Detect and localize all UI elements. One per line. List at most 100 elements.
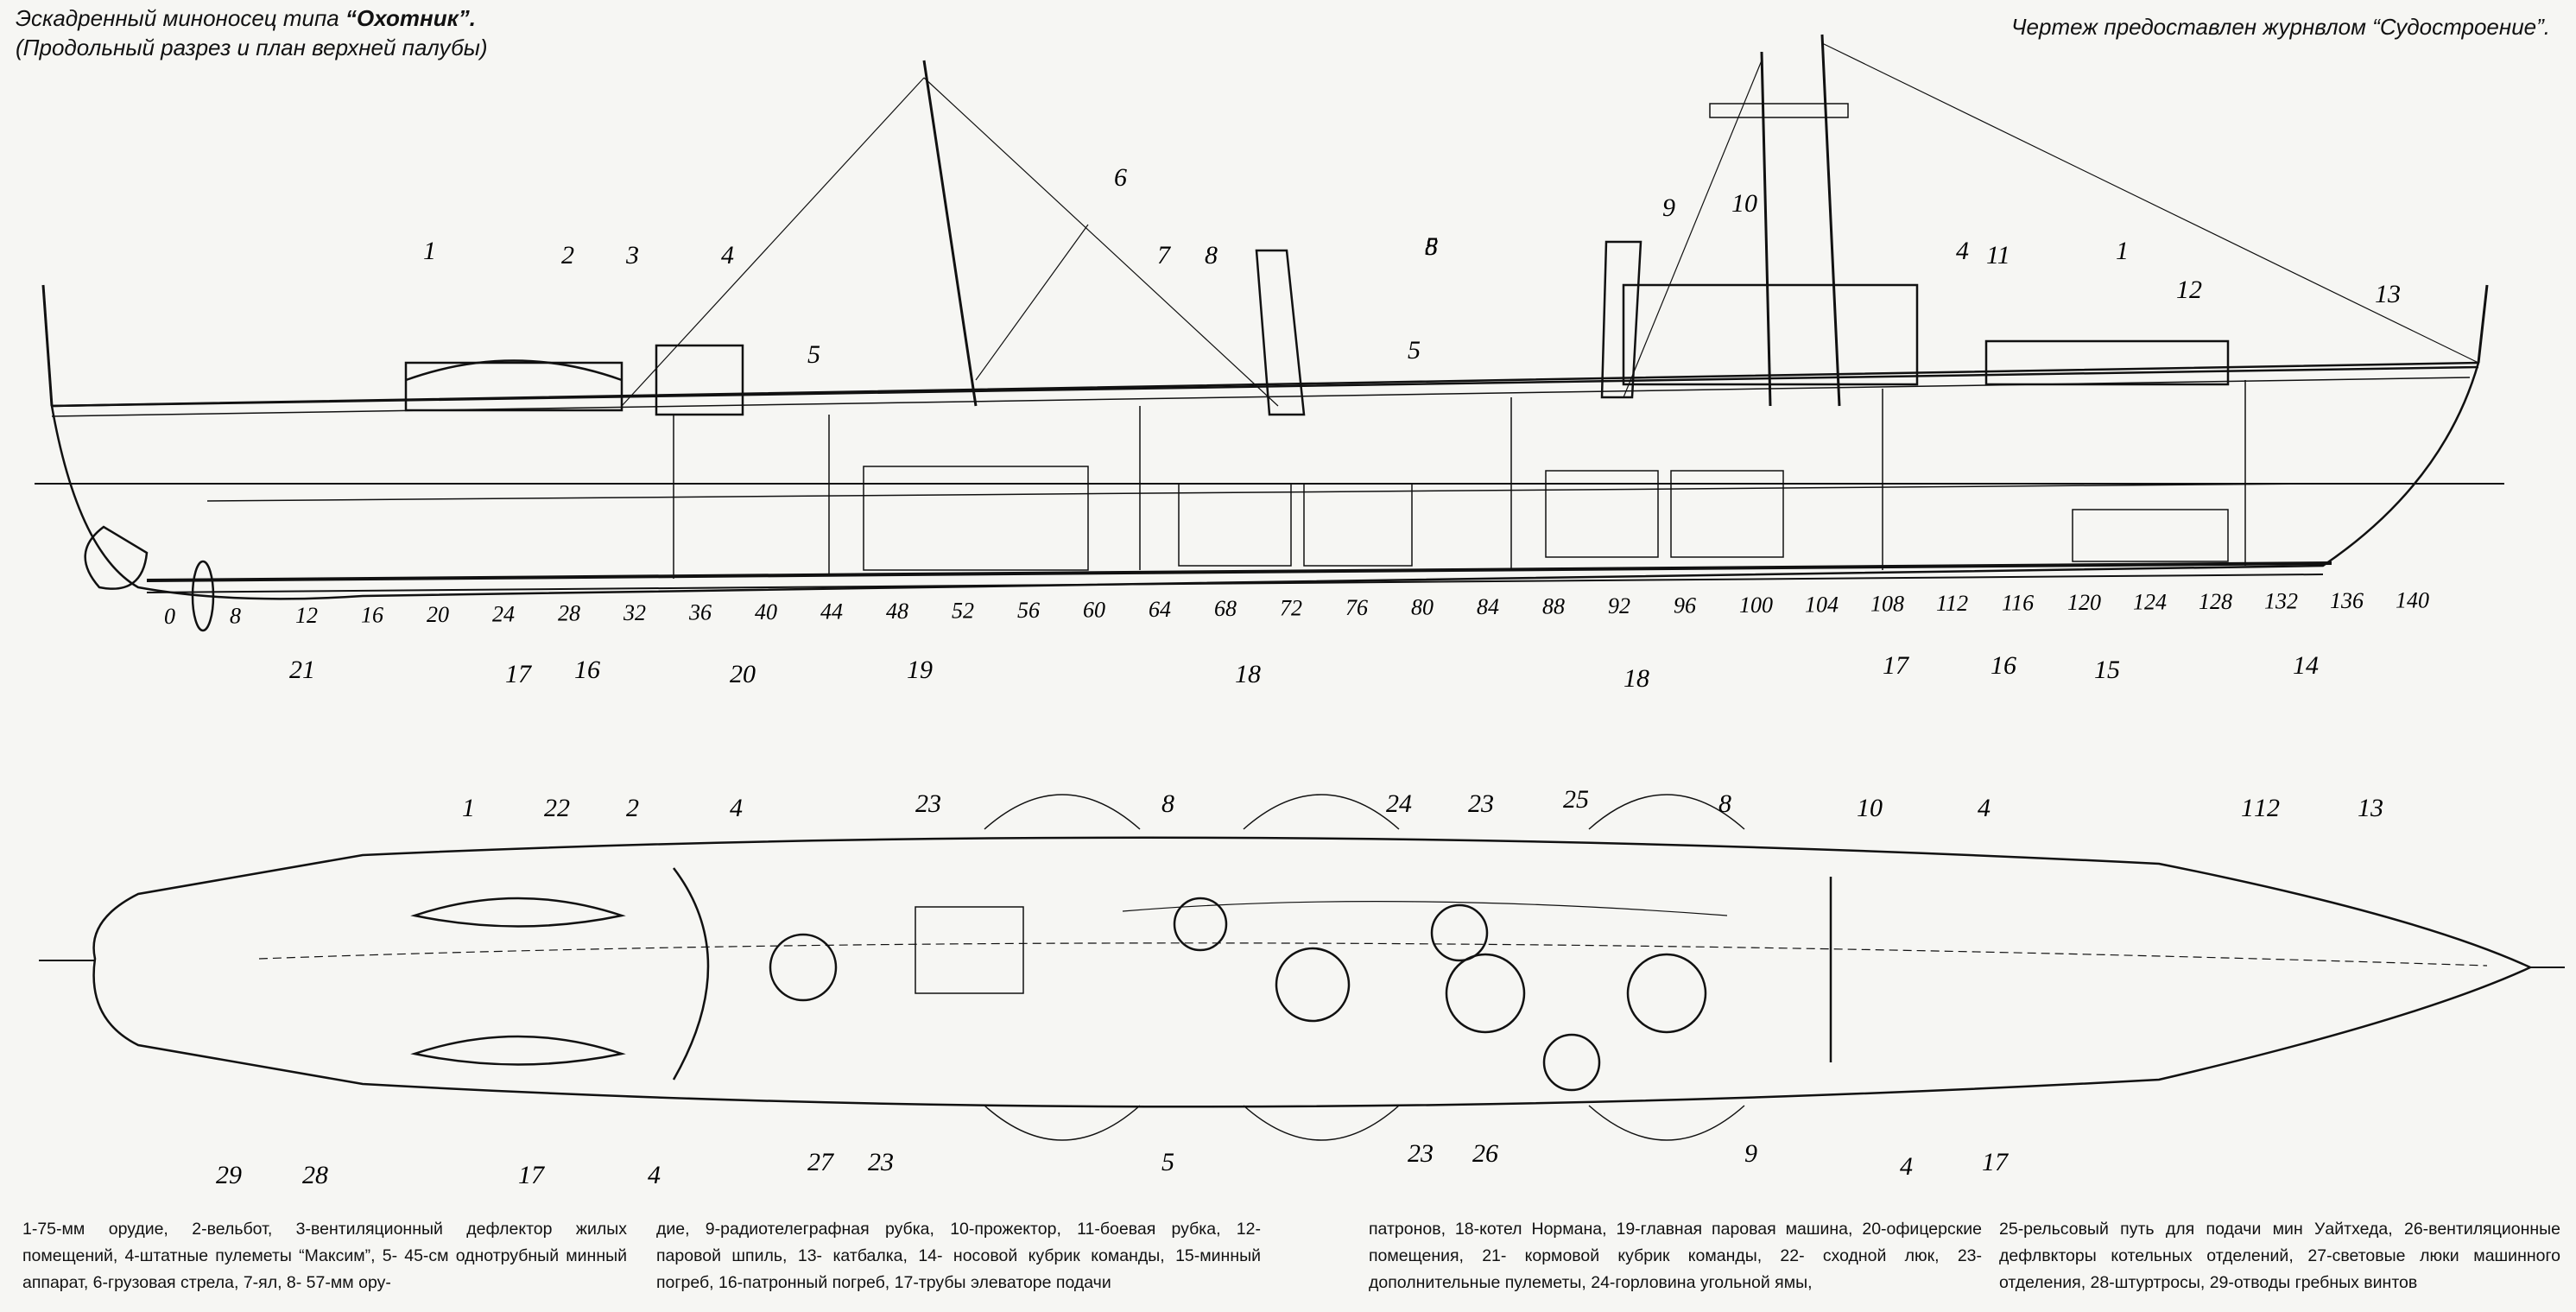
station-number: 88 <box>1542 593 1565 618</box>
station-number: 20 <box>427 602 449 627</box>
boiler-3 <box>1545 470 1659 558</box>
forecastle-house <box>1984 339 2230 386</box>
vent-boiler <box>1542 1033 1601 1092</box>
funnel-mid-plan <box>1445 953 1526 1034</box>
profile-callout: 19 <box>907 656 933 684</box>
bow-post <box>2477 284 2489 364</box>
station-number: 44 <box>820 599 843 624</box>
boiler-1 <box>1178 483 1292 567</box>
plan-callout: 10 <box>1857 794 1883 822</box>
plan-callout: 1 <box>2241 794 2254 822</box>
torpedo-magazine <box>2072 509 2229 562</box>
foremast <box>1760 51 1772 407</box>
station-number: 32 <box>623 600 646 625</box>
profile-callout: 15 <box>2094 656 2120 684</box>
station-number: 48 <box>886 599 908 624</box>
header-credit: Чертеж предоставлен журнвлом “Судостроен… <box>2011 14 2550 40</box>
station-number: 16 <box>361 602 383 627</box>
station-number: 68 <box>1214 596 1237 621</box>
gun-arc <box>1243 794 1400 830</box>
station-number: 80 <box>1411 595 1434 620</box>
profile-callout: 5 <box>807 340 820 369</box>
station-number: 28 <box>558 601 580 626</box>
plan-callout: 23 <box>868 1148 894 1176</box>
keel-line-inner <box>146 574 2324 593</box>
funnel-aft-plan <box>1275 947 1351 1023</box>
profile-callout: 1 <box>423 237 436 265</box>
profile-callout: 14 <box>2293 651 2319 680</box>
vent-boiler <box>1430 903 1489 962</box>
profile-callout: 17 <box>1883 651 1910 680</box>
whaleboat-plan <box>410 897 626 928</box>
plan-callout: 25 <box>1563 785 1589 814</box>
rail-track <box>1122 901 1728 916</box>
profile-callout: 4 <box>1956 237 1969 265</box>
cargo-boom <box>975 224 1089 381</box>
station-number: 140 <box>2396 587 2429 612</box>
funnel-aft <box>1255 249 1306 416</box>
legend-col-2: дие, 9-радиотелеграфная рубка, 10-прожек… <box>656 1220 1261 1292</box>
station-number: 64 <box>1149 597 1171 622</box>
plan-callout: 4 <box>648 1161 661 1189</box>
station-number: 108 <box>1870 592 1904 617</box>
gun-arc <box>1588 1105 1745 1141</box>
whaleboat-cover <box>405 359 623 382</box>
mainmast <box>922 60 978 407</box>
station-number: 36 <box>688 600 712 625</box>
plan-callout: 8 <box>1161 789 1174 818</box>
rigging-stay <box>1821 42 2479 364</box>
profile-callout: 9 <box>1662 193 1675 222</box>
profile-callout: 3 <box>625 241 639 269</box>
station-number: 128 <box>2199 589 2232 614</box>
station-number: 116 <box>2002 591 2034 616</box>
profile-callout: 21 <box>289 656 315 684</box>
station-number: 72 <box>1280 596 1302 621</box>
keel-line <box>146 561 2332 582</box>
legend-col-4: 25-рельсовый путь для подачи мин Уайтхед… <box>1999 1220 2560 1292</box>
aft-deckhouse <box>655 344 744 416</box>
station-number: 0 <box>164 604 175 629</box>
profile-callout: 8 <box>1205 241 1218 269</box>
upper-deck <box>51 365 2479 408</box>
station-number: 76 <box>1345 595 1368 620</box>
plan-callout: 13 <box>2358 794 2383 822</box>
profile-callout: 17 <box>505 660 533 688</box>
engine-skylight <box>915 906 1024 994</box>
yard <box>1709 103 1849 118</box>
station-number: 92 <box>1608 593 1630 618</box>
plan-callout: 22 <box>544 794 570 822</box>
hull-outline <box>50 361 2480 600</box>
plan-callout: 1 <box>462 794 475 822</box>
plan-callout: 26 <box>1472 1139 1498 1168</box>
funnel-fore <box>1600 240 1642 399</box>
plan-callout: 28 <box>302 1161 328 1189</box>
plan-callout: 29 <box>216 1161 242 1189</box>
centerline <box>258 942 2488 967</box>
title-prefix: Эскадренный миноносец типа <box>16 5 345 31</box>
station-number: 100 <box>1739 593 1773 618</box>
legend-col-3: патронов, 18-котел Нормана, 19-главная п… <box>1369 1220 1982 1292</box>
boiler-4 <box>1670 470 1784 558</box>
station-number: 96 <box>1674 593 1696 618</box>
gun-arc <box>1243 1105 1400 1141</box>
legend-col-1: 1-75-мм орудие, 2-вельбот, 3-вентиляцион… <box>22 1220 627 1292</box>
profile-callout: 20 <box>730 660 756 688</box>
foremast-2 <box>1820 34 1841 407</box>
plan-callout: 23 <box>1408 1139 1434 1168</box>
engine-room <box>863 466 1089 571</box>
profile-callout: 1 <box>2116 237 2129 265</box>
gun-arc <box>984 794 1141 830</box>
station-number: 132 <box>2264 588 2298 613</box>
station-number: 124 <box>2133 590 2167 615</box>
station-number: 60 <box>1083 597 1105 622</box>
aft-deckhouse-plan <box>672 867 710 1081</box>
plan-callout: 4 <box>1900 1152 1913 1181</box>
profile-callout: 16 <box>574 656 600 684</box>
coal-scuttle <box>1173 897 1228 952</box>
yawl-plan <box>410 1035 626 1066</box>
rigging-stay <box>923 77 1279 407</box>
profile-callout: 13 <box>2375 280 2401 308</box>
profile-callout: 16 <box>1991 651 2016 680</box>
gun-arc <box>1588 794 1745 830</box>
